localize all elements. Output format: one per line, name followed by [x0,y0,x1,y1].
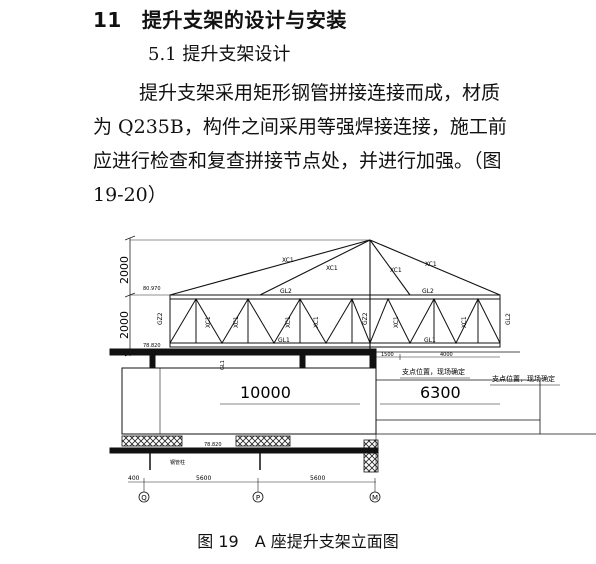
section-heading: 11 提升支架的设计与安装 [93,4,347,33]
pipe-column-label: 钢管柱 [170,459,185,466]
section-title: 提升支架的设计与安装 [141,8,347,32]
dim-400: 400 [128,475,140,482]
figure-number: 图 19 [197,532,239,551]
dim-2000-lower: 2000 [118,311,131,339]
dim-4000: 4000 [440,352,453,358]
axis-p: P [256,494,260,502]
subsection-heading: 5.1 提升支架设计 [148,44,291,65]
label-xc1-web-1: XC1 [205,316,212,328]
label-gz2-mid: GZ2 [362,312,369,325]
label-gl1-left: GL1 [278,337,290,344]
label-xc1-web-2: XC1 [233,316,240,328]
span-10000: 10000 [240,383,291,402]
elev-low: 78.820 [204,442,222,448]
elev-mid: 78.820 [143,343,161,349]
figure-title: A 座提升支架立面图 [254,532,399,551]
label-xc1-web-4: XC1 [313,316,320,328]
figure-caption: 图 19 A 座提升支架立面图 [0,528,596,552]
label-xc1-roof-3: XC1 [390,267,402,274]
label-xc1-roof-1: XC1 [282,257,294,264]
label-gl2-right: GL2 [422,288,434,295]
dim-1500: 1500 [381,352,394,358]
support-note-1: 支点位置，现场确定 [402,367,465,376]
paragraph-line-3: 应进行检查和复查拼接节点处，并进行加强。（图 [93,150,502,172]
support-note-2: 支点位置，现场确定 [492,374,555,383]
label-xc1-web-5: XC1 [393,316,400,328]
dim-2000-upper: 2000 [118,256,131,284]
label-xc1-web-6: XC1 [461,316,468,328]
paragraph-line-1: 提升支架采用矩形钢管拼接连接而成，材质 [139,82,501,104]
elev-top: 80.970 [143,286,161,292]
label-gl2-left: GL2 [280,288,292,295]
paragraph-line-4: 19-20） [93,184,167,206]
label-xc1-roof-4: XC1 [425,261,437,268]
label-gz2-left: GZ2 [157,312,164,325]
span-6300: 6300 [420,383,461,402]
paragraph-line-2: 为 Q235B，构件之间采用等强焊接连接，施工前 [93,116,507,138]
label-gl1-right: GL1 [424,337,436,344]
dim-5600-b: 5600 [310,475,325,482]
label-xc1-web-3: XC1 [285,316,292,328]
section-number: 11 [93,8,122,32]
axis-q: Q [141,494,147,502]
axis-m: M [372,494,378,502]
label-gl2-side: GL2 [505,313,512,325]
small-gl-label: GL1 [220,360,226,370]
body-paragraph: 提升支架采用矩形钢管拼接连接而成，材质 为 Q235B，构件之间采用等强焊接连接… [93,76,579,212]
label-xc1-roof-2: XC1 [326,265,338,272]
dim-5600-a: 5600 [196,475,211,482]
